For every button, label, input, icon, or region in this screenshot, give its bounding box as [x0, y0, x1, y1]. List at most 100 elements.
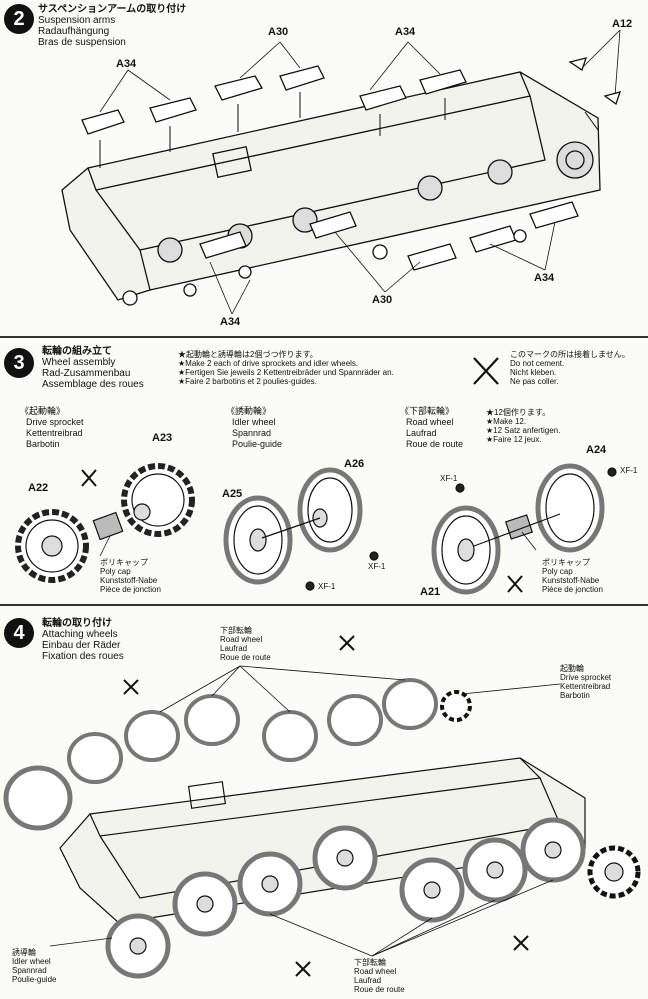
note-en: ★Make 2 each of drive sprockets and idle…	[178, 359, 359, 368]
caption-en: Road wheel	[354, 967, 397, 976]
no-cement-icon	[473, 357, 499, 385]
no-cement-en: Do not cement.	[510, 359, 565, 368]
caption-en: Road wheel	[406, 417, 454, 427]
part-label-a34-bottom-left: A34	[220, 316, 241, 328]
paint-xf1-label: XF-1	[318, 582, 336, 591]
step-title-jp: サスペンションアームの取り付け	[38, 4, 187, 15]
idler-wheel-caption: 《誘動輪》 Idler wheel Spannrad Poulie-guide	[226, 406, 282, 450]
note-fr: ★Faire 2 barbotins et 2 poulies-guides.	[178, 377, 317, 386]
step-title-block: 転輪の組み立て Wheel assembly Rad-Zusammenbau A…	[42, 346, 144, 390]
step-title-block: サスペンションアームの取り付け Suspension arms Radaufhä…	[38, 4, 186, 48]
paint-xf1-label: XF-1	[440, 474, 458, 483]
caption-en: Drive sprocket	[560, 673, 612, 682]
step-title-en: Suspension arms	[38, 15, 116, 26]
polycap-jp: ポリキャップ	[542, 558, 590, 567]
step-title-block: 転輪の取り付け Attaching wheels Einbau der Räde…	[42, 618, 124, 662]
idler-wheel-caption: 誘導輪 Idler wheel Spannrad Poulie-guide	[12, 948, 56, 984]
no-cement-jp: このマークの所は接着しません。	[510, 350, 630, 359]
step-3-panel: 3 転輪の組み立て Wheel assembly Rad-Zusammenbau…	[0, 340, 648, 602]
polycap-de: Kunststoff-Nabe	[100, 576, 158, 585]
drive-sprocket-caption: 《起動輪》 Drive sprocket Kettentreibrad Barb…	[20, 406, 84, 450]
part-label-a25: A25	[222, 488, 243, 500]
step-number: 4	[4, 618, 34, 648]
part-label-a30-top: A30	[268, 26, 289, 38]
attaching-wheels-drawing	[3, 635, 641, 979]
step-title-fr: Fixation des roues	[42, 651, 124, 662]
make12-jp: ★12個作ります。	[486, 408, 551, 417]
caption-fr: Roue de route	[406, 439, 464, 449]
step-title-de: Einbau der Räder	[42, 640, 121, 651]
note-jp: ★起動輪と誘導輪は2個づつ作ります。	[178, 350, 318, 359]
polycap-right-caption: ポリキャップ Poly cap Kunststoff-Nabe Pièce de…	[542, 558, 603, 594]
paint-xf1-label: XF-1	[620, 466, 638, 475]
make12-en: ★Make 12.	[486, 417, 527, 426]
step-title-de: Rad-Zusammenbau	[42, 368, 131, 379]
suspension-drawing	[61, 29, 621, 315]
step-number: 2	[4, 4, 34, 34]
step-2-panel: 2 サスペンションアームの取り付け Suspension arms Radauf…	[0, 0, 648, 334]
caption-en: Road wheel	[220, 635, 263, 644]
caption-de: Laufrad	[406, 428, 437, 438]
step-title-jp: 転輪の組み立て	[42, 346, 112, 357]
part-label-a30-bottom: A30	[372, 294, 393, 306]
caption-de: Spannrad	[12, 966, 47, 975]
caption-de: Laufrad	[220, 644, 248, 653]
road-wheel-top-caption: 下部転輪 Road wheel Laufrad Roue de route	[220, 626, 271, 662]
part-label-a21: A21	[420, 586, 441, 598]
assembly-note: ★起動輪と誘導輪は2個づつ作ります。 ★Make 2 each of drive…	[178, 350, 394, 386]
caption-de: Spannrad	[232, 428, 272, 438]
polycap-fr: Pièce de jonction	[542, 585, 603, 594]
caption-fr: Poulie-guide	[12, 975, 57, 984]
caption-fr: Poulie-guide	[232, 439, 283, 449]
make-12-note: ★12個作ります。 ★Make 12. ★12 Satz anfertigen.…	[486, 408, 560, 444]
road-wheel-bottom-caption: 下部転輪 Road wheel Laufrad Roue de route	[354, 958, 405, 994]
step-title-en: Attaching wheels	[42, 629, 118, 640]
caption-jp: 誘導輪	[12, 948, 36, 957]
section-divider	[0, 336, 648, 338]
polycap-jp: ポリキャップ	[100, 558, 148, 567]
step-title-fr: Assemblage des roues	[42, 379, 144, 390]
caption-fr: Roue de route	[354, 985, 405, 994]
step-title-jp: 転輪の取り付け	[42, 618, 112, 629]
make12-fr: ★Faire 12 jeux.	[486, 435, 542, 444]
caption-jp: 《起動輪》	[20, 406, 66, 416]
caption-en: Idler wheel	[232, 417, 276, 427]
part-label-a12: A12	[612, 18, 633, 30]
no-cement-de: Nicht kleben.	[510, 368, 557, 377]
make12-de: ★12 Satz anfertigen.	[486, 426, 561, 435]
part-label-a34-bottom-right: A34	[534, 272, 555, 284]
part-label-a23: A23	[152, 432, 173, 444]
note-de: ★Fertigen Sie jeweils 2 Kettentreibräder…	[178, 368, 394, 377]
caption-jp: 《下部転輪》	[400, 406, 455, 416]
caption-de: Laufrad	[354, 976, 382, 985]
caption-de: Kettentreibrad	[26, 428, 83, 438]
part-label-a34-top-left: A34	[116, 58, 137, 70]
polycap-fr: Pièce de jonction	[100, 585, 161, 594]
wheel-assembly-drawing	[15, 357, 617, 595]
step-title-de: Radaufhängung	[38, 26, 110, 37]
caption-jp: 《誘動輪》	[226, 406, 272, 416]
caption-en: Idler wheel	[12, 957, 51, 966]
caption-fr: Roue de route	[220, 653, 271, 662]
section-divider	[0, 604, 648, 606]
part-label-a22: A22	[28, 482, 49, 494]
step-title-en: Wheel assembly	[42, 357, 116, 368]
step-4-panel: 4 転輪の取り付け Attaching wheels Einbau der Rä…	[0, 608, 648, 999]
caption-fr: Barbotin	[560, 691, 590, 700]
drive-sprocket-caption: 起動輪 Drive sprocket Kettentreibrad Barbot…	[560, 664, 611, 700]
step-title-fr: Bras de suspension	[38, 37, 126, 48]
polycap-de: Kunststoff-Nabe	[542, 576, 600, 585]
caption-en: Drive sprocket	[26, 417, 84, 427]
caption-fr: Barbotin	[26, 439, 60, 449]
polycap-en: Poly cap	[542, 567, 573, 576]
step-number: 3	[4, 348, 34, 378]
no-cement-fr: Ne pas coller.	[510, 377, 559, 386]
caption-jp: 起動輪	[560, 664, 584, 673]
road-wheel-caption: 《下部転輪》 Road wheel Laufrad Roue de route	[400, 406, 463, 450]
paint-xf1-label: XF-1	[368, 562, 386, 571]
part-label-a34-top-mid: A34	[395, 26, 416, 38]
polycap-left-caption: ポリキャップ Poly cap Kunststoff-Nabe Pièce de…	[100, 558, 161, 594]
part-label-a24: A24	[586, 444, 607, 456]
no-cement-legend: このマークの所は接着しません。 Do not cement. Nicht kle…	[510, 350, 630, 386]
part-label-a26: A26	[344, 458, 365, 470]
